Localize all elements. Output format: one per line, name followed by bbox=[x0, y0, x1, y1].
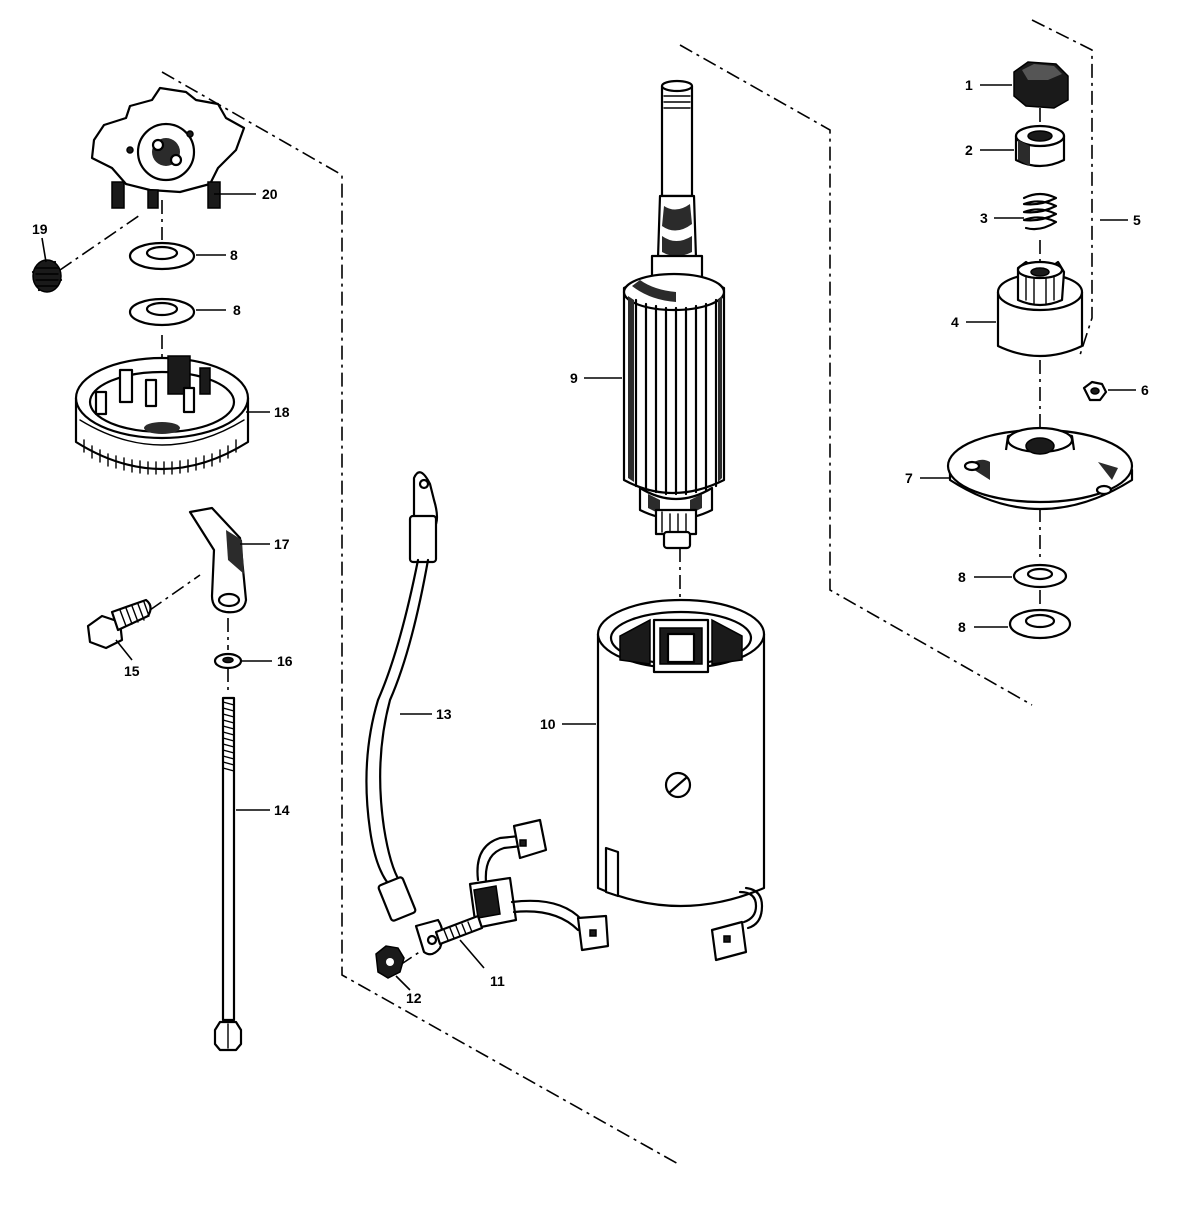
callout-labels: 1 2 3 4 5 6 7 8 8 8 8 9 10 11 12 13 14 1… bbox=[32, 77, 1149, 1006]
collar-part-2 bbox=[1014, 124, 1066, 168]
callout-16: 16 bbox=[277, 653, 293, 669]
washer-part-8-right-lower bbox=[1008, 608, 1072, 640]
callout-15: 15 bbox=[124, 663, 140, 679]
washer-part-8-left-upper bbox=[128, 241, 196, 271]
leader-lines bbox=[41, 84, 1136, 991]
knurled-band bbox=[83, 439, 237, 475]
callout-9: 9 bbox=[570, 370, 578, 386]
callout-4: 4 bbox=[951, 314, 959, 330]
callout-8-right-upper: 8 bbox=[958, 569, 966, 585]
callout-6: 6 bbox=[1141, 382, 1149, 398]
callout-11: 11 bbox=[490, 973, 505, 989]
callout-5: 5 bbox=[1133, 212, 1141, 228]
callout-2: 2 bbox=[965, 142, 973, 158]
callout-1: 1 bbox=[965, 77, 973, 93]
bolt-part-15 bbox=[86, 598, 152, 650]
callout-3: 3 bbox=[980, 210, 988, 226]
through-bolt-part-14 bbox=[213, 696, 243, 1052]
callout-10: 10 bbox=[540, 716, 556, 732]
frame-part-10 bbox=[596, 598, 766, 962]
pinion-part-4 bbox=[996, 260, 1084, 358]
callout-7: 7 bbox=[905, 470, 913, 486]
end-cap-part-18 bbox=[74, 355, 250, 475]
callout-12: 12 bbox=[406, 990, 422, 1006]
callout-14: 14 bbox=[274, 802, 290, 818]
callout-19: 19 bbox=[32, 221, 48, 237]
callout-17: 17 bbox=[274, 536, 290, 552]
left-phantom-box bbox=[161, 71, 681, 1166]
callout-13: 13 bbox=[436, 706, 452, 722]
armature-windings bbox=[628, 296, 722, 496]
middle-phantom-box bbox=[679, 44, 1033, 706]
callout-8-left-lower: 8 bbox=[233, 302, 241, 318]
nut-part-12 bbox=[375, 945, 405, 979]
callout-8-left-upper: 8 bbox=[230, 247, 238, 263]
cable-part-13 bbox=[365, 471, 444, 956]
washer-part-16 bbox=[213, 652, 243, 670]
callout-18: 18 bbox=[274, 404, 290, 420]
nut-part-6 bbox=[1082, 380, 1108, 402]
nut-part-1 bbox=[1013, 61, 1069, 109]
washer-part-8-right-upper bbox=[1012, 563, 1068, 589]
spring-part-19 bbox=[31, 259, 63, 293]
phantom-boxes bbox=[161, 19, 1093, 1166]
callout-20: 20 bbox=[262, 186, 278, 202]
brush-assembly-part-11 bbox=[434, 818, 610, 952]
end-plate-part-20 bbox=[90, 86, 246, 209]
armature-part-9 bbox=[622, 79, 726, 550]
terminal-part-17 bbox=[188, 506, 248, 614]
callout-8-right-lower: 8 bbox=[958, 619, 966, 635]
end-cap-part-7 bbox=[946, 426, 1134, 510]
spring-part-3 bbox=[1022, 192, 1058, 231]
washer-part-8-left-lower bbox=[128, 297, 196, 327]
right-phantom-box bbox=[1031, 19, 1093, 356]
